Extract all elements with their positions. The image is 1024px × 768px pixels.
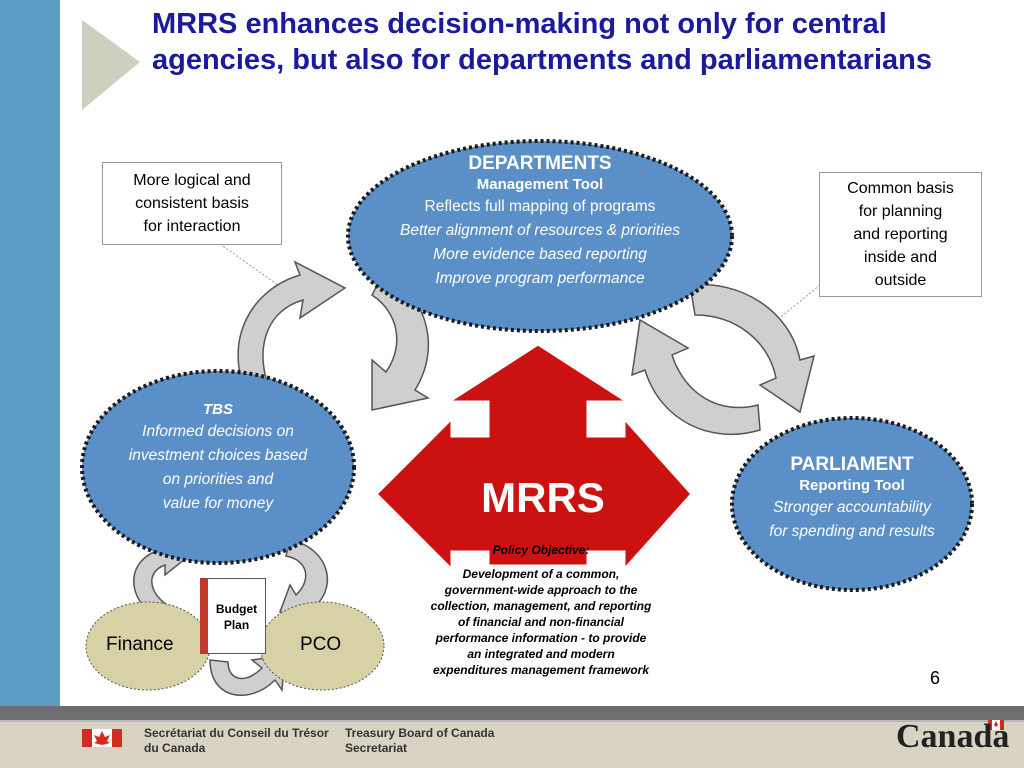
tbs-heading: TBS — [203, 401, 233, 418]
policy-line: performance information - to provide — [435, 631, 647, 645]
mrrs-arrow-shape — [373, 342, 695, 574]
footer-fr-line: du Canada — [144, 741, 206, 755]
departments-line: Improve program performance — [435, 270, 645, 287]
policy-line: of financial and non-financial — [457, 615, 624, 629]
departments-line: Reflects full mapping of programs — [424, 198, 656, 215]
tbs-text: TBS Informed decisions on investment cho… — [90, 400, 346, 516]
page-number: 6 — [930, 668, 941, 688]
tbs-ellipse — [80, 369, 356, 565]
policy-line: Development of a common, — [462, 567, 620, 581]
footer-en-line: Treasury Board of Canada — [345, 726, 495, 740]
footer-english-name: Treasury Board of Canada Secretariat — [345, 726, 494, 756]
budget-plan-line: Plan — [223, 618, 250, 632]
canada-wordmark: Canada — [896, 718, 1010, 755]
page-title: MRRS enhances decision-making not only f… — [152, 8, 932, 76]
tbs-line: Informed decisions on — [142, 423, 294, 440]
footer-bar — [0, 722, 1024, 768]
title-arrow-icon — [82, 20, 140, 110]
budget-plan-book: Budget Plan — [200, 578, 266, 654]
parliament-text: PARLIAMENT Reporting Tool Stronger accou… — [740, 454, 964, 544]
canada-flag-icon-left — [82, 729, 122, 747]
policy-line: expenditures management framework — [432, 663, 650, 677]
policy-title: Policy Objective: — [492, 543, 590, 557]
note-right-line: for planning — [858, 203, 943, 220]
departments-line: Better alignment of resources & prioriti… — [400, 222, 680, 239]
note-left-line: for interaction — [143, 218, 241, 235]
footer-divider — [0, 706, 1024, 722]
departments-text: DEPARTMENTS Management Tool Reflects ful… — [350, 153, 730, 291]
tbs-line: investment choices based — [128, 447, 308, 464]
note-left-line: More logical and — [133, 172, 251, 189]
policy-line: an integrated and modern — [467, 647, 615, 661]
note-right-line: inside and — [864, 249, 937, 266]
note-right-line: Common basis — [847, 180, 954, 197]
tbs-line: value for money — [162, 495, 274, 512]
footer-en-line: Secretariat — [345, 741, 408, 755]
parliament-line: Stronger accountability — [773, 499, 931, 516]
departments-ellipse — [346, 139, 734, 333]
cycle-arrows-right-icon — [631, 283, 816, 435]
footer-french-name: Secrétariat du Conseil du Trésor du Cana… — [144, 726, 329, 756]
budget-plan-line: Budget — [215, 602, 258, 616]
note-box-left: More logical and consistent basis for in… — [102, 162, 282, 245]
pco-circle — [259, 601, 385, 691]
finance-label: Finance — [106, 634, 174, 655]
parliament-ellipse — [730, 416, 974, 592]
footer-fr-line: Secrétariat du Conseil du Trésor — [144, 726, 329, 740]
departments-heading: DEPARTMENTS — [468, 153, 612, 174]
departments-line: More evidence based reporting — [433, 246, 647, 263]
note-right-line: and reporting — [853, 226, 948, 243]
departments-subheading: Management Tool — [476, 176, 604, 193]
connector-left — [219, 243, 286, 291]
parliament-heading: PARLIAMENT — [790, 454, 914, 475]
policy-objective: Policy Objective: Development of a commo… — [405, 542, 677, 678]
left-accent-bar — [0, 0, 60, 708]
parliament-line: for spending and results — [769, 523, 935, 540]
note-box-right: Common basis for planning and reporting … — [819, 172, 982, 297]
note-left-line: consistent basis — [135, 195, 249, 212]
canada-flag-icon-wordmark — [988, 720, 1004, 730]
parliament-subheading: Reporting Tool — [799, 477, 905, 494]
policy-line: government-wide approach to the — [444, 583, 638, 597]
policy-line: collection, management, and reporting — [430, 599, 652, 613]
tbs-line: on priorities and — [162, 471, 274, 488]
note-right-line: outside — [874, 272, 927, 289]
pco-label: PCO — [300, 634, 342, 655]
mrrs-label: MRRS — [481, 474, 605, 521]
